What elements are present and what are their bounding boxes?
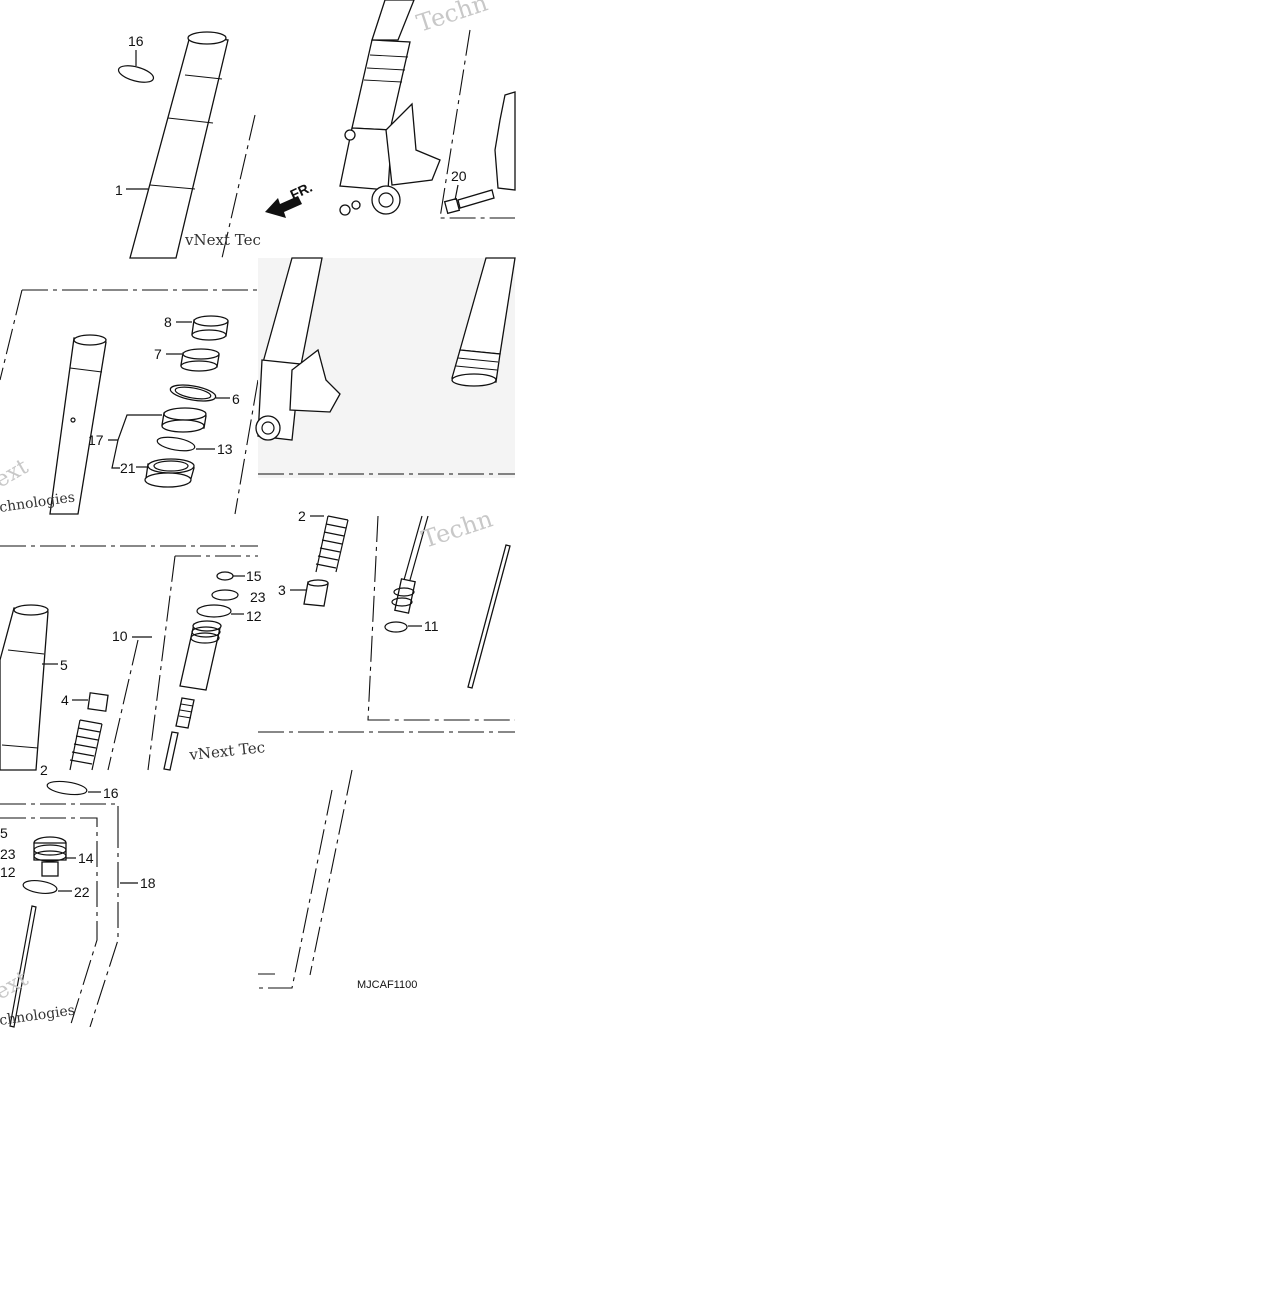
callout-1: 1 (115, 182, 123, 198)
callout-23: 23 (250, 589, 266, 605)
o-ring-22 (22, 880, 58, 894)
o-ring-16-lower (46, 780, 88, 796)
tile-fork-cap: 16 18 14 5 23 12 22 ext chnologies (0, 780, 156, 1029)
front-direction-arrow: FR. (265, 179, 315, 218)
washer-12 (196, 604, 232, 618)
direction-label: FR. (288, 179, 315, 203)
callout-11: 11 (424, 618, 439, 634)
bolt-20 (443, 189, 495, 215)
callout-21: 21 (120, 460, 136, 476)
callout-22: 22 (74, 884, 90, 900)
callout-16: 16 (128, 33, 144, 49)
spring-2-upper (315, 515, 349, 573)
watermark-text: vNext Tec (184, 231, 261, 249)
washer-6 (169, 384, 217, 402)
valve-11 (391, 578, 416, 614)
watermark-fragment: Techn (418, 505, 496, 554)
callout-18: 18 (140, 875, 156, 891)
tile-seals: 8 7 6 17 13 21 (0, 289, 259, 547)
bushing-8 (191, 315, 229, 341)
callout-14: 14 (78, 850, 94, 866)
tile-fork-tube: 16 1 vNext Tec (115, 31, 261, 259)
callout-10: 10 (112, 628, 128, 644)
callout-3: 3 (278, 582, 286, 598)
callout-6: 6 (232, 391, 240, 407)
spring-2-lower (69, 719, 103, 771)
callout-12: 12 (0, 864, 16, 880)
callout-13: 13 (217, 441, 233, 457)
watermark-text: vNext Tec (188, 738, 266, 764)
callout-2: 2 (298, 508, 306, 524)
fork-cap-14 (33, 836, 67, 877)
diagram-code: MJCAF1100 (357, 979, 417, 991)
washer-11 (384, 621, 408, 633)
callout-5: 5 (60, 657, 68, 673)
watermark-fragment: Techn (413, 0, 491, 38)
nut-15 (216, 571, 234, 581)
callout-4: 4 (61, 692, 69, 708)
callout-15: 15 (246, 568, 262, 584)
callout-16: 16 (103, 785, 119, 801)
cartridge-10 (163, 620, 222, 771)
callout-2: 2 (40, 762, 48, 778)
dust-seal-21 (144, 458, 195, 488)
o-ring-23 (211, 589, 239, 601)
oil-seal-17 (161, 407, 207, 433)
tile-fork-assembly: FR. Techn 20 (265, 0, 516, 219)
watermark-fragment: chnologies (0, 1003, 76, 1029)
nut-4 (87, 692, 109, 712)
callout-23: 23 (0, 846, 16, 862)
watermark-fragment: ext (0, 966, 33, 1005)
callout-7: 7 (154, 346, 162, 362)
callout-20: 20 (451, 168, 467, 184)
callout-5: 5 (0, 825, 8, 841)
collar-3 (303, 579, 329, 607)
tile-spring-rod: 2 3 11 Techn (258, 505, 515, 733)
tile-fork-cutaway (255, 257, 516, 478)
o-ring-16 (117, 65, 155, 83)
tile-outline: MJCAF1100 (258, 769, 417, 991)
callout-8: 8 (164, 314, 172, 330)
bushing-7 (180, 348, 220, 372)
tile-damper: 5 4 2 10 15 23 (0, 555, 266, 778)
clip-13 (156, 436, 196, 452)
callout-12: 12 (246, 608, 262, 624)
callout-17: 17 (88, 432, 104, 448)
watermark-fragment: ext (0, 454, 33, 493)
